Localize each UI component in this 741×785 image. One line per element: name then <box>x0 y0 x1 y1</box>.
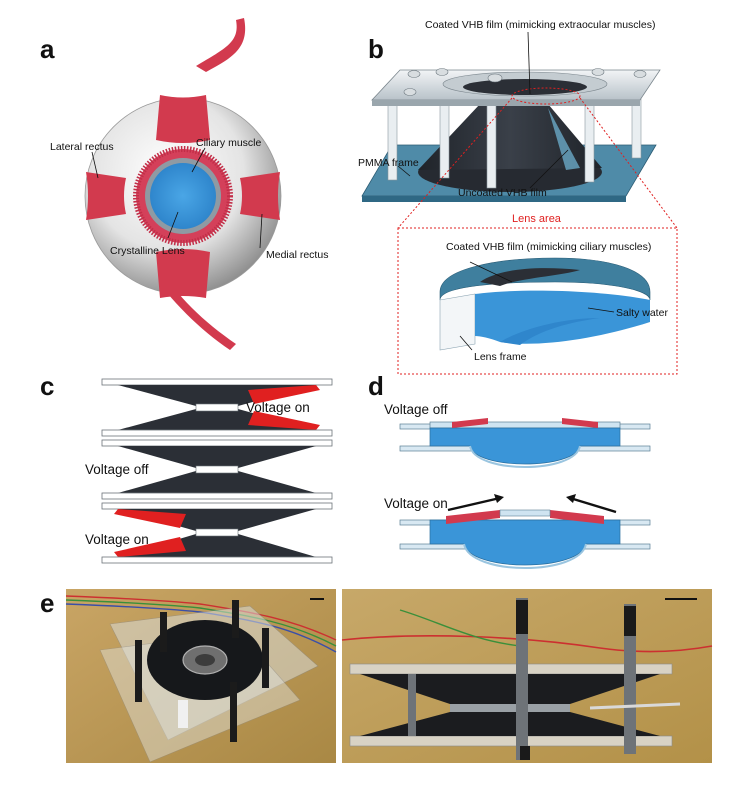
panel-label-c: c <box>40 371 54 401</box>
pillar-3 <box>486 103 497 189</box>
inferior-rectus <box>156 249 210 298</box>
bottom-plate-edge <box>362 196 626 202</box>
label-lens-frame: Lens frame <box>474 351 527 363</box>
label-ciliary-muscle: Ciliary muscle <box>196 137 262 149</box>
lateral-rectus <box>86 172 126 220</box>
lens-area-box <box>397 227 678 375</box>
panel-b: b <box>358 19 678 375</box>
superior-rectus <box>156 95 210 143</box>
panel-a: a Lateral rectus Ciliary muscle Crystall… <box>40 18 328 350</box>
label-c-voltage-on-bottom: Voltage on <box>85 532 149 547</box>
panel-c: c Voltage on <box>40 371 333 564</box>
label-salty-water: Salty water <box>616 307 668 319</box>
c-unit-1 <box>101 378 333 437</box>
panel-label-d: d <box>368 371 384 401</box>
panel-label-b: b <box>368 34 384 64</box>
label-lens-area: Lens area <box>512 213 562 225</box>
film-highlight <box>548 108 580 170</box>
label-medial-rectus: Medial rectus <box>266 249 328 261</box>
panel-d: d Voltage off Voltage on <box>368 371 651 569</box>
c-unit-2 <box>101 439 333 500</box>
c-unit-3 <box>101 502 333 564</box>
photo-right <box>341 589 713 763</box>
lens-cutaway <box>439 257 651 351</box>
pillar-4 <box>584 99 595 183</box>
d-lens-off <box>399 418 651 468</box>
bolts <box>403 68 647 96</box>
top-plate-edge <box>372 100 640 106</box>
label-d-voltage-on: Voltage on <box>384 496 448 511</box>
d-lens-on <box>399 494 651 569</box>
label-coated-ciliary: Coated VHB film (mimicking ciliary muscl… <box>446 241 651 253</box>
film-cone <box>418 104 602 170</box>
label-lateral-rectus: Lateral rectus <box>50 141 114 153</box>
panel-label-e: e <box>40 588 54 618</box>
photo-left <box>65 589 337 763</box>
label-c-voltage-off: Voltage off <box>85 462 149 477</box>
medial-rectus <box>240 172 280 220</box>
ciliary-fibers <box>133 146 233 246</box>
label-uncoated: Uncoated VHB film <box>458 187 547 199</box>
pillar-2 <box>439 99 450 179</box>
lens-area-marker <box>511 87 581 105</box>
label-coated-top: Coated VHB film (mimicking extraocular m… <box>425 19 655 31</box>
muscle-band-top <box>196 18 246 72</box>
label-pmma-frame: PMMA frame <box>358 157 419 169</box>
label-d-voltage-off: Voltage off <box>384 402 448 417</box>
panel-e: e <box>40 588 713 763</box>
label-c-voltage-on-top: Voltage on <box>246 400 310 415</box>
crystalline-lens <box>150 163 216 229</box>
top-film <box>463 79 587 95</box>
panel-label-a: a <box>40 34 55 64</box>
label-crystalline-lens: Crystalline Lens <box>110 245 185 257</box>
